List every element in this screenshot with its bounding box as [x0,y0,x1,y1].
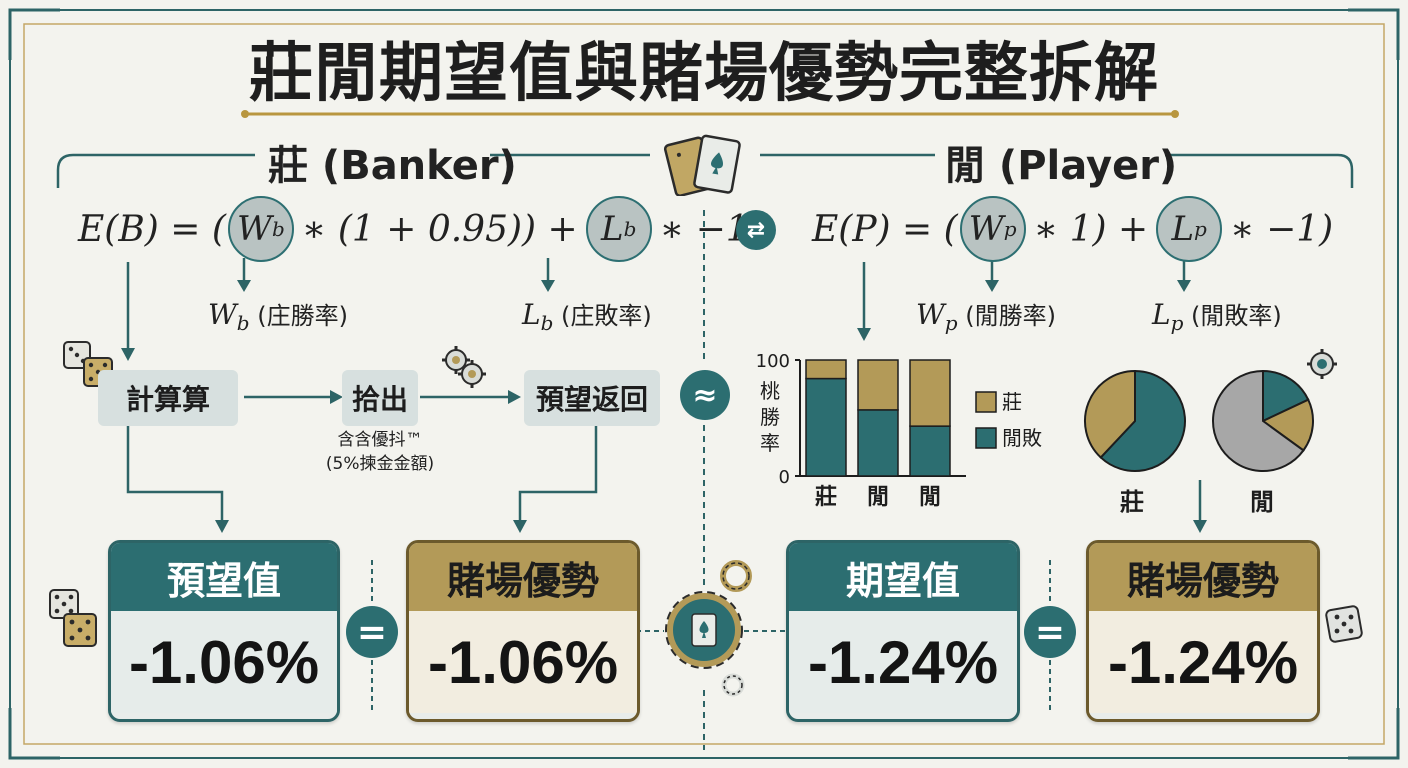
x-tick-label: 閒 [867,485,889,510]
banker-loss-label: Lb (庄敗率) [522,298,652,335]
commission-note: 含含優抖™ (5%揀金金額) [325,430,435,474]
player-heading: 閒 (Player) [945,143,1178,189]
card-value: -1.06% [409,611,637,713]
x-tick-label: 莊 [815,485,837,510]
pie-slice [1084,369,1136,459]
card-label: 賭場優勢 [1089,543,1317,611]
legend-label: 閒敗 [1002,426,1042,450]
legend-label: 莊 [1002,390,1022,414]
card-value: -1.24% [1089,611,1317,713]
player-ev-card: 期望值 -1.24% [786,540,1020,722]
approx-symbol: ≈ [680,370,730,420]
player-pie-label: 閒 [1250,488,1274,516]
step-expected-return: 預望返回 [524,370,660,426]
bar-segment [805,377,847,477]
bar-segment [909,425,951,477]
y-axis-label-char: 率 [760,431,780,455]
pie-slice [1262,369,1310,423]
card-gear-icon [665,591,743,669]
banker-win-label: Wb (庄勝率) [208,298,348,335]
card-label: 賭場優勢 [409,543,637,611]
bar-segment [857,359,899,411]
swap-icon: ⇄ [736,210,776,250]
gear-icon [442,346,486,388]
equals-symbol: = [1024,606,1076,658]
pie-slice [1212,369,1305,472]
y-tick-label: 0 [779,467,790,488]
card-value: -1.06% [111,611,337,713]
player-loss-label: Lp (閒敗率) [1152,298,1282,335]
y-tick-label: 100 [756,351,790,372]
dice-icon [49,589,97,647]
step-calculate: 計算算 [98,370,238,426]
playing-cards-icon [663,134,741,196]
legend-swatch [975,427,997,449]
gear-icon [721,673,745,697]
bar-segment [909,359,951,427]
bar-segment [805,359,847,380]
card-label: 期望值 [789,543,1017,611]
formula-tail: ∗ −1) [1230,208,1334,250]
bar-segment [857,409,899,477]
dice-icon [1325,605,1363,643]
banker-ev-card: 預望值 -1.06% [108,540,340,722]
x-tick-label: 閒 [919,485,941,510]
formula-mid: ∗ (1 + 0.95)) + [301,208,578,250]
pie-slice [1099,369,1186,472]
gear-icon [1307,349,1337,379]
card-value: -1.24% [789,611,1017,713]
win-rate-bar-chart: 0100桃勝率莊閒閒莊閒敗 [756,351,1042,510]
equals-symbol: = [346,606,398,658]
card-label: 預望值 [111,543,337,611]
step-extract: 拾出 [342,370,418,426]
banker-heading: 莊 (Banker) [268,143,517,189]
y-axis-label-char: 勝 [760,405,780,429]
legend-swatch [975,391,997,413]
page-title: 莊閒期望值與賭場優勢完整拆解 [249,36,1159,111]
player-edge-card: 賭場優勢 -1.24% [1086,540,1320,722]
formula-mid: ∗ 1) + [1033,208,1149,250]
banker-edge-card: 賭場優勢 -1.06% [406,540,640,722]
pie-slice [1261,398,1314,452]
player-pie-chart [1212,369,1314,472]
player-win-label: Wp (閒勝率) [916,298,1056,335]
banker-pie-chart [1084,369,1186,472]
gear-icon [720,560,752,592]
y-axis-label-char: 桃 [760,379,780,403]
formula-lhs: E(P) = ( [812,208,958,250]
formula-lhs: E(B) = ( [78,208,226,250]
banker-pie-label: 莊 [1120,488,1144,516]
